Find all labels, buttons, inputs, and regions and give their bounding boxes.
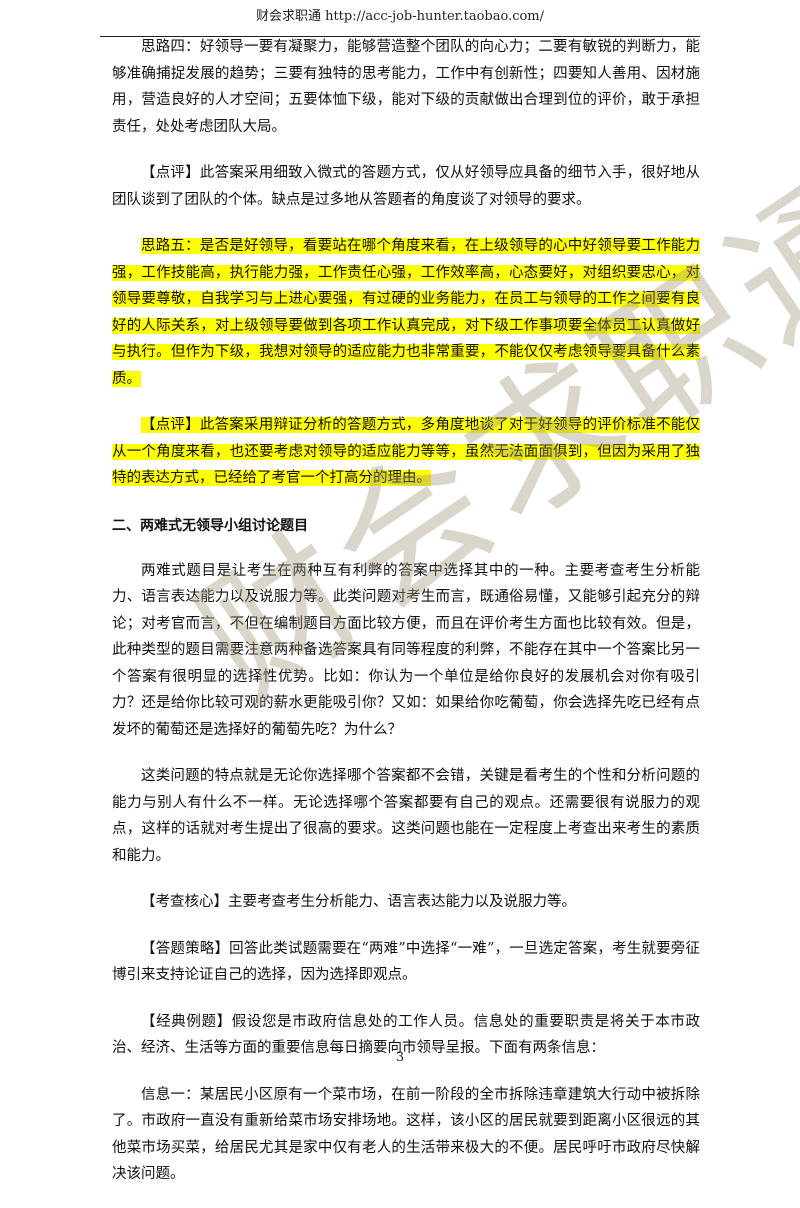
paragraph-idea-four: 思路四：好领导一要有凝聚力，能够营造整个团队的向心力；二要有敏锐的判断力，能够准… (112, 34, 700, 140)
paragraph-text: 思路四：好领导一要有凝聚力，能够营造整个团队的向心力；二要有敏锐的判断力，能够准… (112, 39, 700, 135)
paragraph-dilemma-intro: 两难式题目是让考生在两种互有利弊的答案中选择其中的一种。主要考查考生分析能力、语… (112, 558, 700, 744)
paragraph-comment-two: 【点评】此答案采用辩证分析的答题方式，多角度地谈了对于好领导的评价标准不能仅从一… (112, 412, 700, 492)
paragraph-text: 【点评】此答案采用细致入微式的答题方式，仅从好领导应具备的细节入手，很好地从团队… (112, 165, 700, 208)
paragraph-text: 【考查核心】主要考查考生分析能力、语言表达能力以及说服力等。 (141, 894, 576, 910)
paragraph-text: 信息一：某居民小区原有一个菜市场，在前一阶段的全市拆除违章建筑大行动中被拆除了。… (112, 1086, 700, 1183)
paragraph-comment-one: 【点评】此答案采用细致入微式的答题方式，仅从好领导应具备的细节入手，很好地从团队… (112, 160, 700, 213)
paragraph-example: 【经典例题】假设您是市政府信息处的工作人员。信息处的重要职责是将关于本市政治、经… (112, 1009, 700, 1062)
paragraph-text: 【经典例题】假设您是市政府信息处的工作人员。信息处的重要职责是将关于本市政治、经… (112, 1013, 700, 1057)
page-number: 3 (395, 1050, 405, 1065)
page-header: 财会求职通 http://acc-job-hunter.taobao.com/ (100, 0, 700, 37)
highlighted-text: 【点评】此答案采用辩证分析的答题方式，多角度地谈了对于好领导的评价标准不能仅从一… (112, 417, 700, 486)
paragraph-idea-five: 思路五：是否是好领导，看要站在哪个角度来看，在上级领导的心中好领导要工作能力强，… (112, 233, 700, 392)
paragraph-core: 【考查核心】主要考查考生分析能力、语言表达能力以及说服力等。 (112, 889, 700, 916)
paragraph-strategy: 【答题策略】回答此类试题需要在“两难”中选择“一难”，一旦选定答案，考生就要旁征… (112, 936, 700, 989)
paragraph-text: 这类问题的特点就是无论你选择哪个答案都不会错，关键是看考生的个性和分析问题的能力… (112, 768, 700, 864)
paragraph-dilemma-feature: 这类问题的特点就是无论你选择哪个答案都不会错，关键是看考生的个性和分析问题的能力… (112, 763, 700, 869)
paragraph-text: 【答题策略】回答此类试题需要在“两难”中选择“一难”，一旦选定答案，考生就要旁征… (112, 940, 700, 984)
section-heading: 二、两难式无领导小组讨论题目 (112, 517, 308, 534)
paragraph-info-one: 信息一：某居民小区原有一个菜市场，在前一阶段的全市拆除违章建筑大行动中被拆除了。… (112, 1082, 700, 1188)
paragraph-text: 两难式题目是让考生在两种互有利弊的答案中选择其中的一种。主要考查考生分析能力、语… (112, 562, 700, 738)
document-body: 思路四：好领导一要有凝聚力，能够营造整个团队的向心力；二要有敏锐的判断力，能够准… (112, 34, 700, 1208)
highlighted-text: 思路五：是否是好领导，看要站在哪个角度来看，在上级领导的心中好领导要工作能力强，… (112, 238, 700, 387)
